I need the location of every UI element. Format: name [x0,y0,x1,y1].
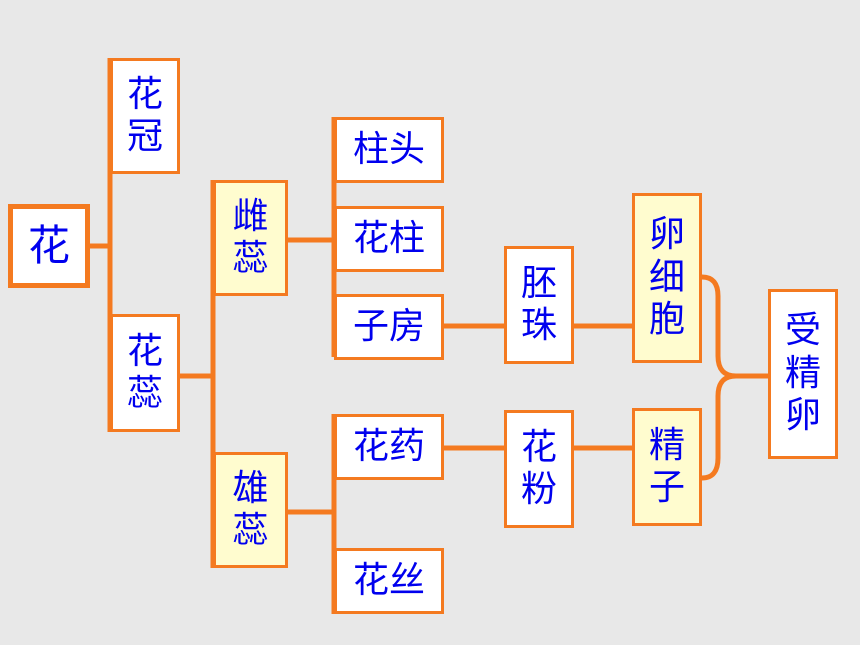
node-egg-cell-label: 卵细胞 [649,214,686,341]
node-ovule-label: 胚珠 [521,262,558,346]
node-stigma-label: 柱头 [352,128,425,170]
node-pollen-label: 花粉 [521,426,558,510]
node-anther-label: 花药 [352,425,425,467]
node-egg-cell: 卵细胞 [632,193,702,363]
node-pistil: 雌蕊 [213,180,288,296]
node-stamen-pistil-label: 花蕊 [127,330,164,414]
node-pistil-label: 雌蕊 [232,195,269,279]
node-filament-label: 花丝 [352,559,425,601]
node-pollen: 花粉 [504,410,574,528]
node-fertilized-egg-label: 受精卵 [785,310,822,437]
node-sperm-label: 精子 [649,424,686,508]
node-filament: 花丝 [334,548,444,614]
node-stamen: 雄蕊 [213,452,288,568]
merge-bracket [701,274,737,481]
node-stamen-pistil: 花蕊 [110,314,180,432]
node-corolla-label: 花冠 [127,73,164,157]
node-anther: 花药 [334,414,444,480]
node-style-label: 花柱 [352,217,425,259]
node-ovary-label: 子房 [352,305,425,347]
node-ovule: 胚珠 [504,246,574,364]
node-flower-label: 花 [27,221,70,271]
node-style: 花柱 [334,206,444,272]
node-flower: 花 [8,204,90,288]
node-corolla: 花冠 [110,58,180,174]
node-stamen-label: 雄蕊 [232,467,269,551]
node-stigma: 柱头 [334,117,444,183]
node-fertilized-egg: 受精卵 [768,289,838,459]
node-sperm: 精子 [632,408,702,526]
node-ovary: 子房 [334,294,444,360]
